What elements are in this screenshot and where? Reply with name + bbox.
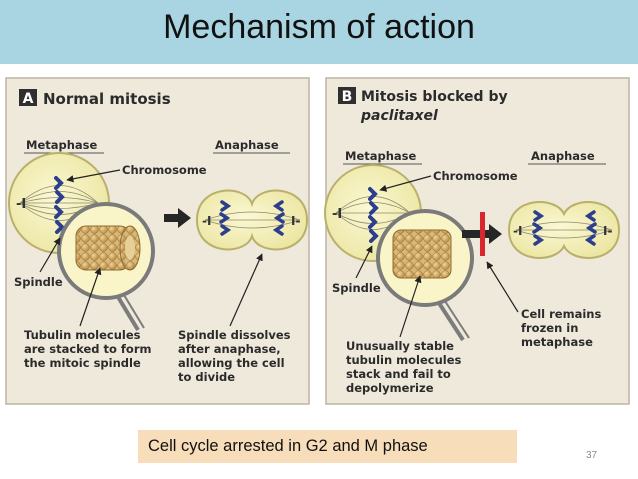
panel-a-metaphase-chromosomes (54, 176, 65, 234)
panel-b-stable-text-line1: Unusually stable (346, 339, 454, 353)
panel-b-block-bar (480, 212, 485, 256)
panel-a-tubulin-text-line1: Tubulin molecules (24, 328, 141, 342)
panel-b-title-line2: paclitaxel (360, 108, 438, 124)
panel-a-metaphase-label: Metaphase (26, 138, 98, 152)
panel-a-magnifier (57, 202, 155, 332)
svg-text:I-: I- (291, 214, 300, 228)
panel-b-anaphase-label: Anaphase (531, 149, 595, 163)
panel-b-pointer-lines (355, 175, 519, 338)
panel-b-title-line1: Mitosis blocked by (361, 89, 508, 105)
panel-b-magnifier (376, 209, 474, 342)
panel-a-chromosome-label: Chromosome (122, 163, 207, 177)
svg-text:-I: -I (513, 224, 522, 238)
title-bar (0, 0, 638, 64)
panel-b-spindle-label: Spindle (332, 281, 381, 295)
panel-b-stable-text-line3: stack and fail to (346, 367, 451, 381)
page-number: 37 (586, 450, 598, 461)
svg-text:-I: -I (16, 197, 26, 212)
svg-text:I-: I- (603, 224, 612, 238)
panel-a-title: Normal mitosis (43, 90, 171, 108)
panel-a-anaphase-label: Anaphase (215, 138, 279, 152)
panel-a-badge: A (23, 91, 34, 107)
panel-b-metaphase-label: Metaphase (345, 149, 417, 163)
panel-normal-mitosis: A Normal mitosis Metaphase Anaphase Chro… (5, 77, 310, 405)
slide-title: Mechanism of action (163, 8, 475, 46)
panel-b-blocked-arrow (462, 212, 502, 256)
panel-a-spindle-label: Spindle (14, 275, 63, 289)
panel-a-progression-arrow (164, 208, 191, 228)
panel-b-stable-text-line4: depolymerize (346, 381, 434, 395)
panel-a-tubulin-text-line2: are stacked to form (24, 342, 152, 356)
svg-text:-I: -I (332, 207, 342, 222)
panel-a-pointer-lines (39, 169, 263, 327)
panel-a-anaphase-cell: -I I- (195, 189, 309, 251)
svg-text:-I: -I (202, 214, 211, 228)
panel-a-dissolve-text-line1: Spindle dissolves (178, 328, 291, 342)
panel-b-frozen-text-line1: Cell remains (521, 307, 601, 321)
panel-b-chromosome-label: Chromosome (433, 169, 518, 183)
panel-b-anaphase-cell: -I I- (507, 201, 621, 259)
caption-box: Cell cycle arrested in G2 and M phase (138, 430, 517, 463)
panel-a-dissolve-text-line2: after anaphase, (178, 342, 281, 356)
panel-mitosis-blocked: B Mitosis blocked by paclitaxel Metaphas… (324, 77, 630, 405)
panel-b-stable-text-line2: tubulin molecules (346, 353, 462, 367)
panel-a-dissolve-text-line4: to divide (178, 370, 235, 384)
panel-a-badge-box (19, 89, 37, 106)
panel-b-frozen-text-line3: metaphase (521, 335, 593, 349)
panel-b-badge: B (342, 89, 353, 105)
panel-a-dissolve-text-line3: allowing the cell (178, 356, 285, 370)
panel-b-badge-box (338, 87, 356, 104)
panel-b-frozen-text-line2: frozen in (521, 321, 578, 335)
panel-b-tubulin-stack (392, 229, 452, 279)
panel-a-tubulin-text-line3: the mitoic spindle (24, 356, 141, 370)
